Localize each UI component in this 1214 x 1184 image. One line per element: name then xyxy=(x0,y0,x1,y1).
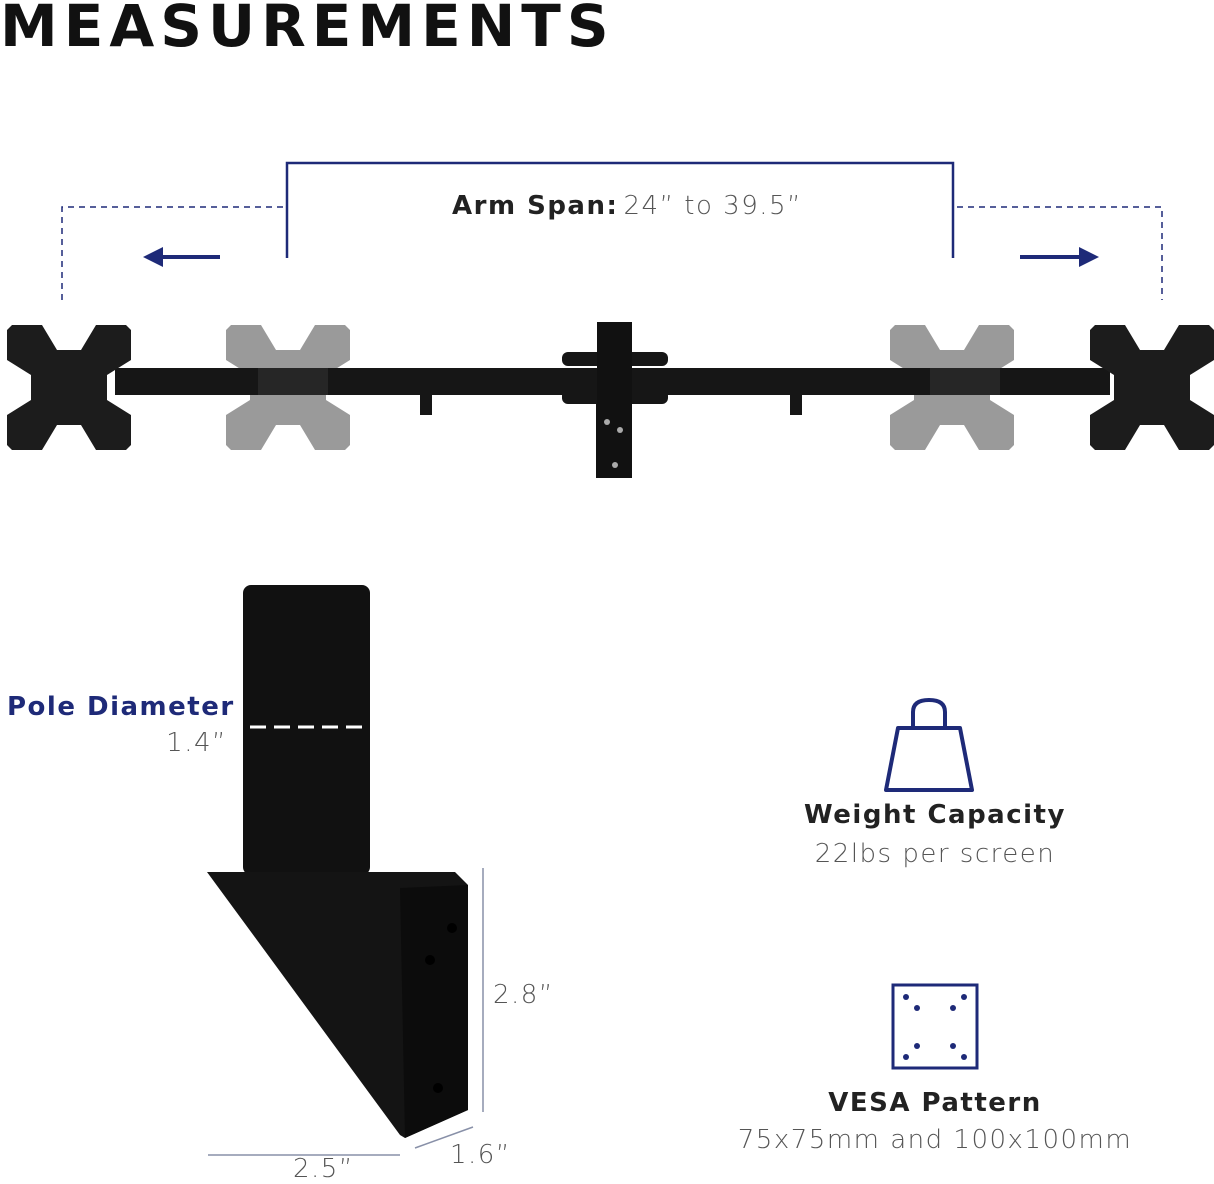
vesa-plate-left xyxy=(7,325,131,450)
pole-diameter-value: 1.4” xyxy=(166,728,227,758)
arrow-right-icon xyxy=(1079,247,1099,267)
weight-capacity-label: Weight Capacity xyxy=(804,800,1066,830)
arrow-left-icon xyxy=(143,247,163,267)
bracket-dimension-lines xyxy=(208,868,484,1156)
vesa-pattern-icon xyxy=(891,983,979,1070)
arm-span-dimension xyxy=(61,161,1163,300)
bracket-height-value: 2.8” xyxy=(493,980,554,1010)
pole-mount xyxy=(207,585,468,1138)
arm-span-label: Arm Span: xyxy=(452,191,619,221)
arm-span-text: Arm Span: 24” to 39.5” xyxy=(452,191,802,221)
arm-span-value: 24” to 39.5” xyxy=(623,191,803,221)
vesa-pattern-label: VESA Pattern xyxy=(828,1088,1042,1118)
pole-diameter-label: Pole Diameter xyxy=(7,692,235,722)
monitor-arm xyxy=(7,322,1214,478)
bracket-depth-value: 1.6” xyxy=(450,1140,511,1170)
weight-capacity-value: 22lbs per screen xyxy=(814,839,1056,869)
weight-icon xyxy=(884,698,974,792)
page-title: MEASUREMENTS xyxy=(0,0,615,60)
bracket-width-value: 2.5” xyxy=(293,1154,354,1184)
vesa-pattern-value: 75x75mm and 100x100mm xyxy=(737,1125,1133,1155)
